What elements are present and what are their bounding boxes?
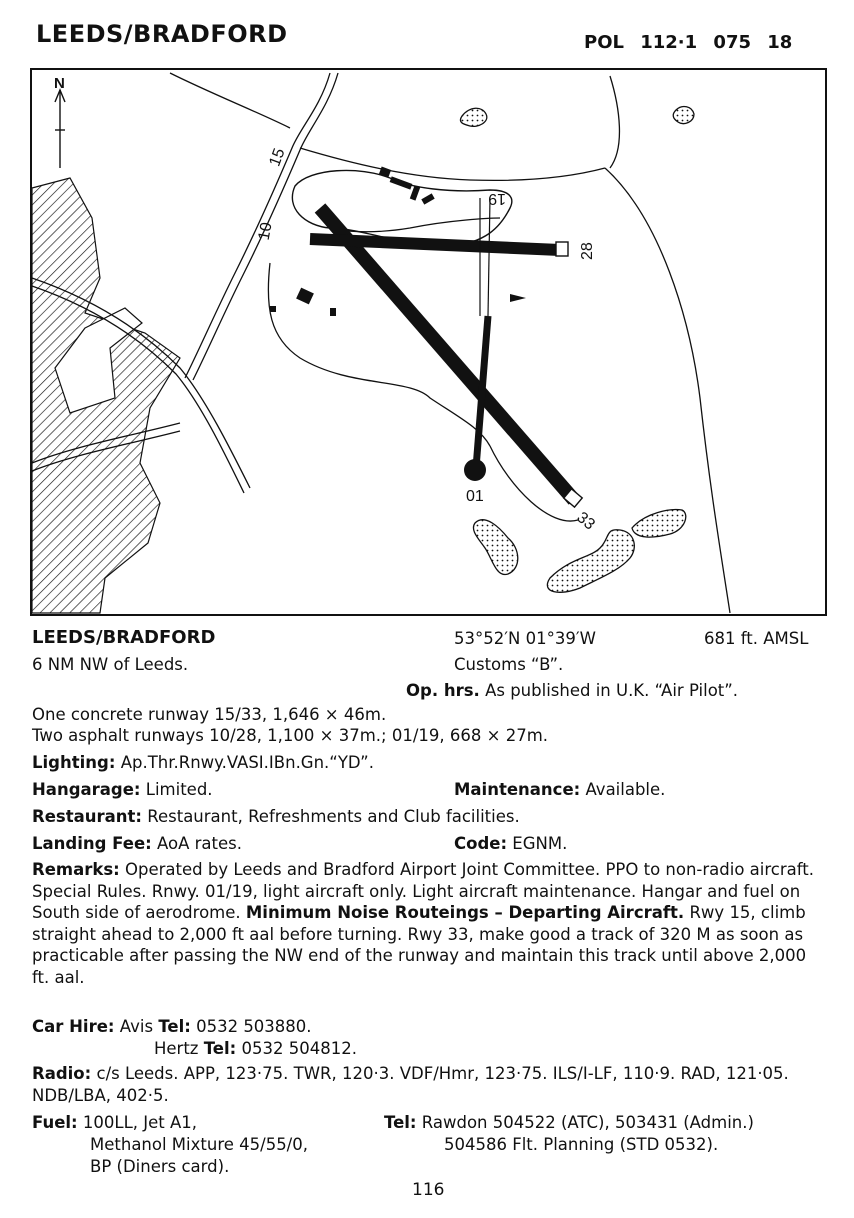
restaurant: Restaurant: Restaurant, Refreshments and… (32, 806, 520, 827)
remarks: Remarks: Operated by Leeds and Bradford … (32, 859, 828, 988)
built-up-block (54, 307, 143, 414)
tel-label: Tel: (384, 1113, 417, 1132)
taxiway (329, 217, 501, 233)
maintenance-value: Available. (585, 780, 666, 799)
label-rwy-01: 01 (466, 488, 484, 505)
operating-hours: Op. hrs. As published in U.K. “Air Pilot… (406, 680, 738, 701)
hangarage-value: Limited. (145, 780, 213, 799)
carhire-avis-name: Avis (119, 1017, 154, 1036)
carhire-avis-tel: 0532 503880. (196, 1017, 312, 1036)
radio: Radio: c/s Leeds. APP, 123·75. TWR, 120·… (32, 1063, 828, 1106)
runway-asphalt: Two asphalt runways 10/28, 1,100 × 37m.;… (32, 726, 549, 745)
carhire-avis-tel-label: Tel: (158, 1017, 191, 1036)
location: 6 NM NW of Leeds. (32, 655, 189, 674)
restaurant-label: Restaurant: (32, 807, 142, 826)
roads (31, 72, 731, 614)
landing-fee-value: AoA rates. (157, 834, 242, 853)
carhire-label: Car Hire: (32, 1017, 115, 1036)
icao-code: Code: EGNM. (454, 833, 567, 854)
hangarage: Hangarage: Limited. (32, 779, 213, 800)
landing-fee-label: Landing Fee: (32, 834, 152, 853)
north-label: N (54, 75, 65, 92)
airfield-name: LEEDS/BRADFORD (32, 627, 216, 648)
aerodrome-map: N 15 10 19 28 01 33 (30, 68, 827, 616)
hangarage-label: Hangarage: (32, 780, 141, 799)
code-value: EGNM. (512, 834, 568, 853)
car-hire-hertz: Hertz Tel: 0532 504812. (154, 1038, 357, 1059)
remarks-label: Remarks: (32, 860, 120, 879)
car-hire-avis: Car Hire: Avis Tel: 0532 503880. (32, 1016, 312, 1037)
runway-01-19 (472, 315, 492, 469)
remarks-text-1: Operated by Leeds and Bradford Airport J… (32, 860, 814, 922)
carhire-hertz-name: Hertz (154, 1039, 199, 1058)
maintenance: Maintenance: Available. (454, 779, 665, 800)
restaurant-value: Restaurant, Refreshments and Club facili… (147, 807, 520, 826)
lighting-value: Ap.Thr.Rnwy.VASI.IBn.Gn.“YD”. (120, 753, 374, 772)
elevation: 681 ft. AMSL (704, 629, 809, 648)
fuel-line-2: Methanol Mixture 45/55/0, (90, 1135, 308, 1154)
ophrs-value: As published in U.K. “Air Pilot”. (485, 681, 739, 700)
lighting: Lighting: Ap.Thr.Rnwy.VASI.IBn.Gn.“YD”. (32, 752, 374, 773)
carhire-hertz-tel-label: Tel: (203, 1039, 237, 1058)
buildings (270, 166, 435, 316)
coordinates: 53°52′N 01°39′W (454, 629, 596, 648)
maintenance-label: Maintenance: (454, 780, 581, 799)
fuel-line-3: BP (Diners card). (90, 1157, 230, 1176)
ophrs-label: Op. hrs. (406, 681, 480, 700)
runway-10-28 (309, 233, 561, 256)
lighting-label: Lighting: (32, 753, 116, 772)
page-title: LEEDS/BRADFORD (36, 20, 288, 48)
runway-01-threshold-marker (464, 459, 486, 481)
radio-text: c/s Leeds. APP, 123·75. TWR, 120·3. VDF/… (32, 1064, 789, 1105)
north-arrow (54, 88, 66, 168)
label-rwy-28: 28 (579, 242, 596, 260)
runway-15-33 (314, 203, 580, 505)
remarks-noise: Minimum Noise Routeings – Departing Airc… (245, 903, 685, 922)
carhire-hertz-tel: 0532 504812. (241, 1039, 357, 1058)
runways (309, 197, 584, 509)
fuel: Fuel: 100LL, Jet A1, (32, 1112, 197, 1133)
label-rwy-10: 10 (256, 221, 276, 242)
telephone: Tel: Rawdon 504522 (ATC), 503431 (Admin.… (384, 1112, 754, 1133)
runway-concrete: One concrete runway 15/33, 1,646 × 46m. (32, 705, 387, 724)
tel-line-2: 504586 Flt. Planning (STD 0532). (444, 1135, 719, 1154)
radio-label: Radio: (32, 1064, 92, 1083)
fuel-label: Fuel: (32, 1113, 78, 1132)
water-features (459, 105, 695, 593)
wind-indicator (510, 294, 526, 302)
fuel-line-1: 100LL, Jet A1, (82, 1113, 198, 1132)
tel-line-1: Rawdon 504522 (ATC), 503431 (Admin.) (421, 1113, 754, 1132)
code-label: Code: (454, 834, 508, 853)
remarks-text-2: Rwy 15, climb straight ahead to 2,000 ft… (32, 903, 807, 987)
navaid-frequency: POL 112·1 075 18 (584, 32, 793, 53)
landing-fee: Landing Fee: AoA rates. (32, 833, 242, 854)
label-rwy-19: 19 (488, 190, 506, 207)
customs: Customs “B”. (454, 655, 564, 674)
page-number: 116 (412, 1180, 445, 1200)
label-rwy-15: 15 (266, 146, 288, 169)
